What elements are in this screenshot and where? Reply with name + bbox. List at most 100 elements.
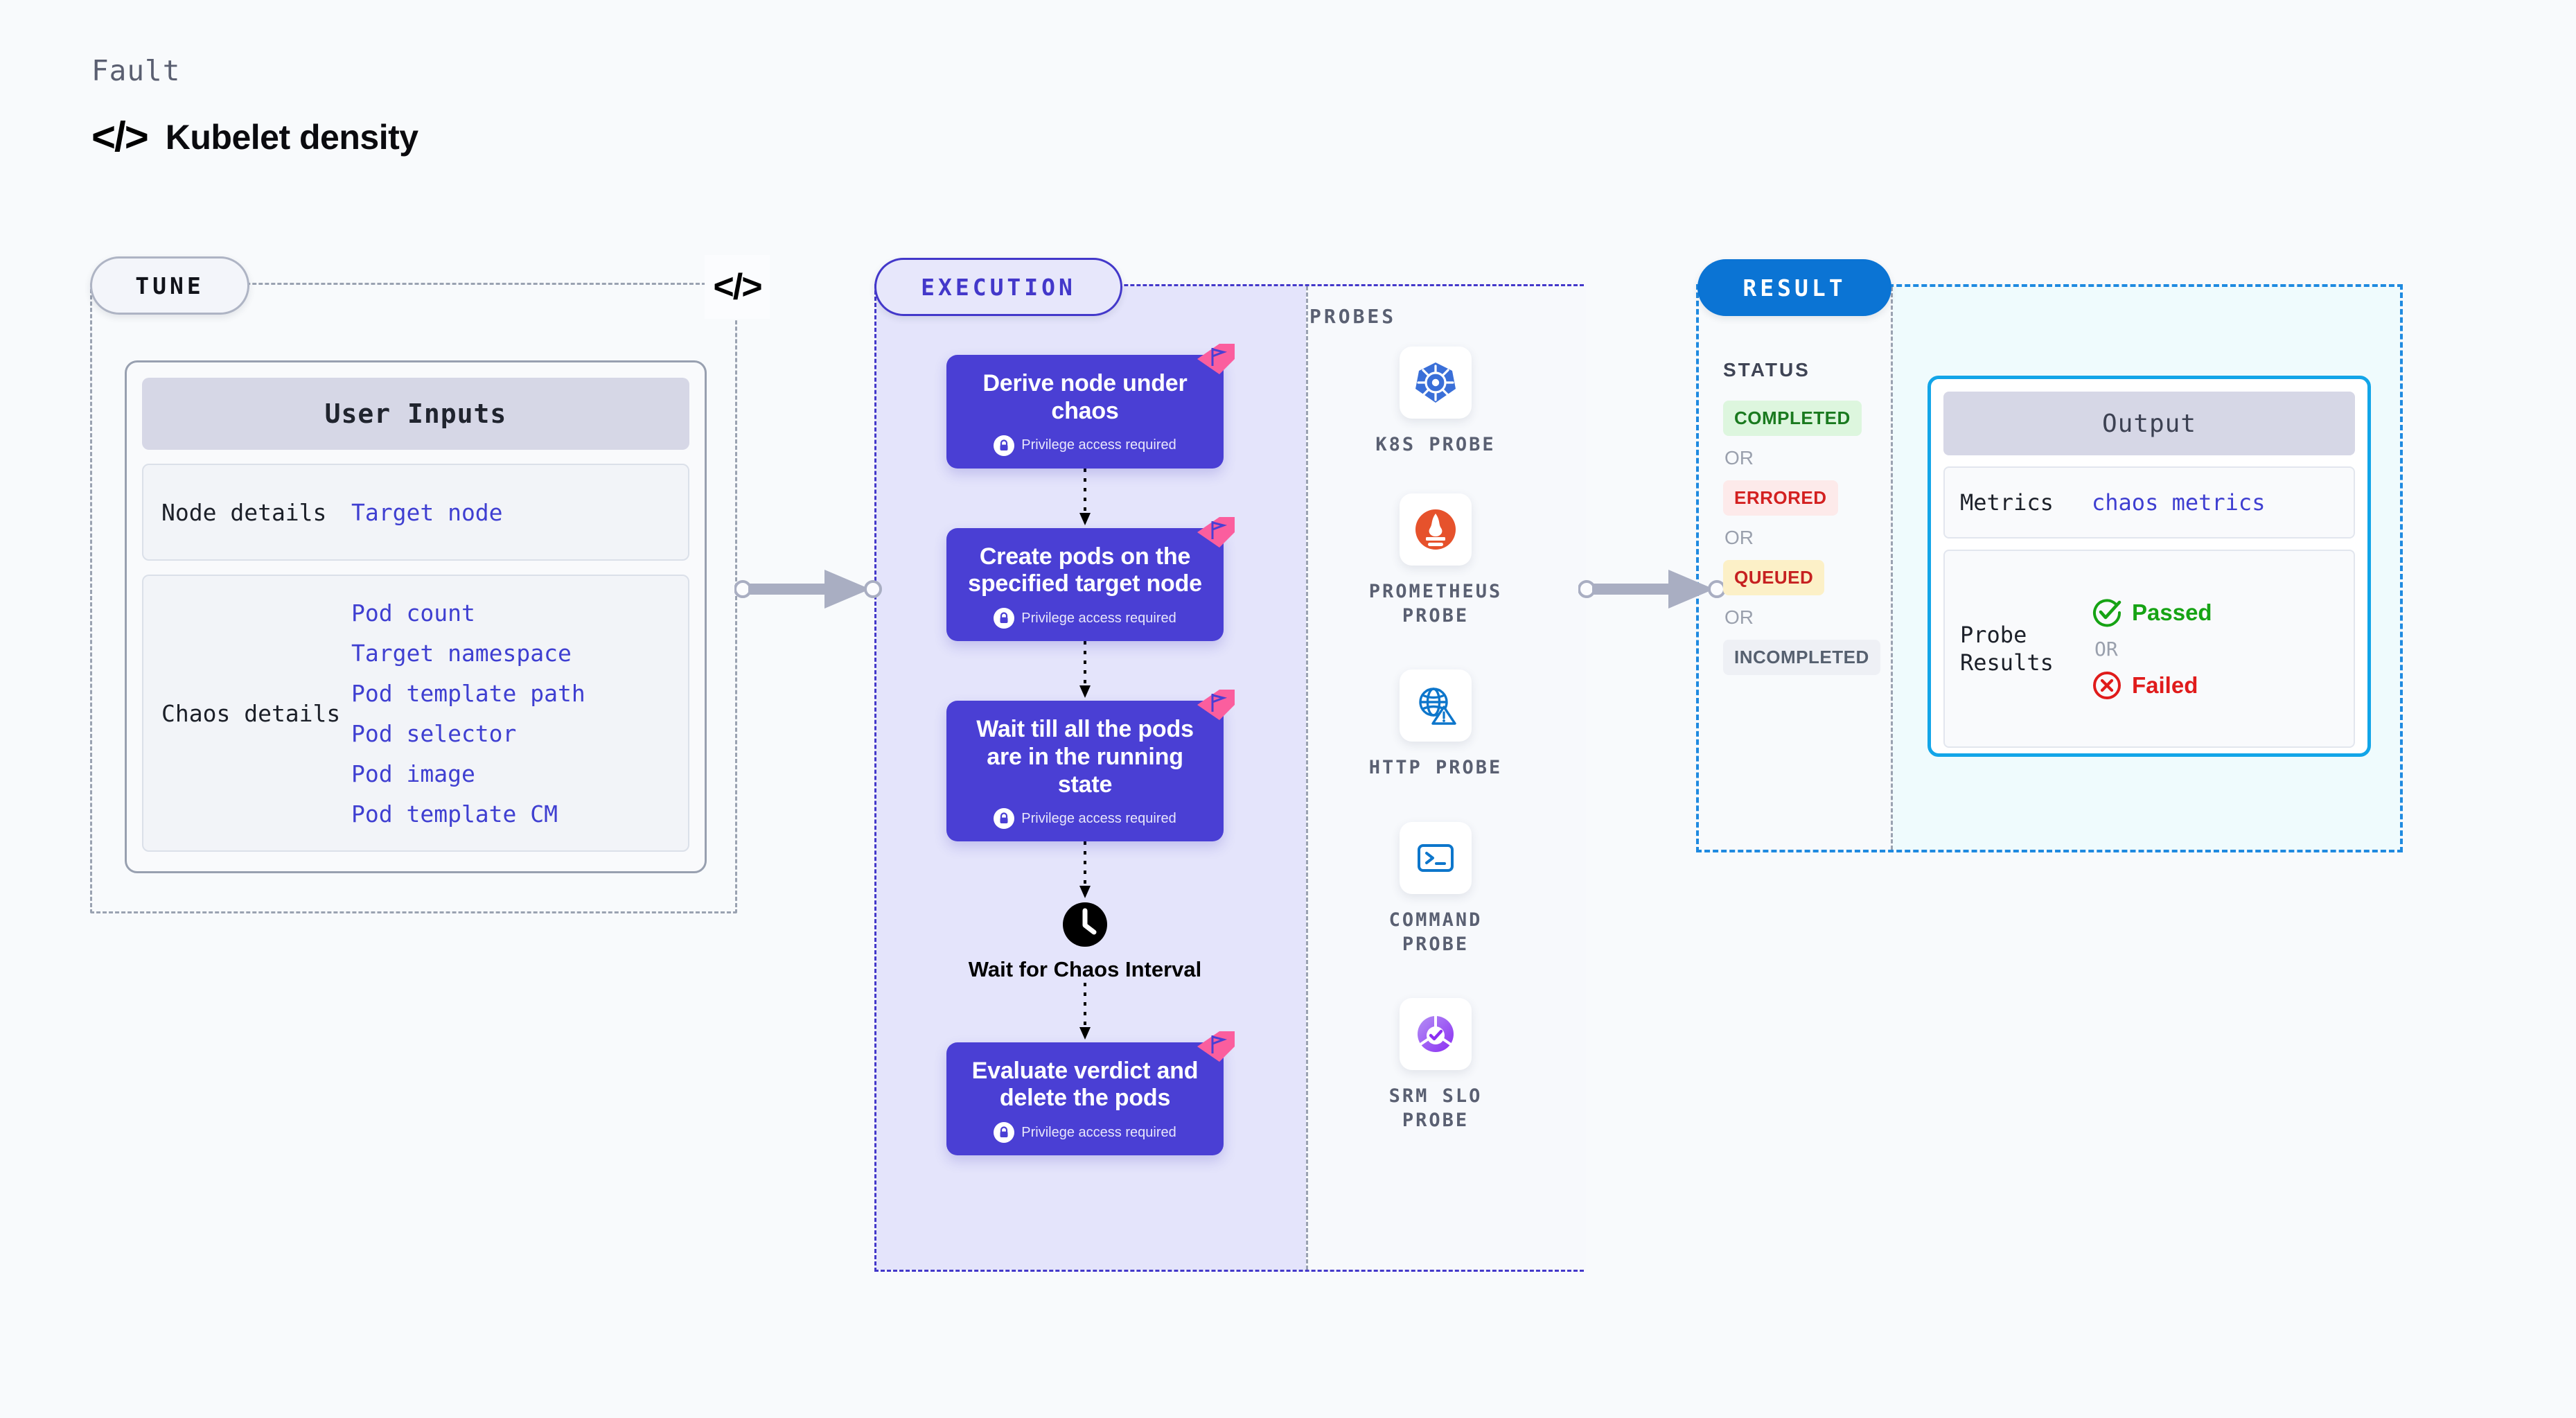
privilege-note-text: Privilege access required — [1021, 1124, 1176, 1140]
kubernetes-icon — [1415, 362, 1456, 403]
status-or-1: OR — [1724, 447, 1754, 469]
code-icon-tune-connector: </> — [705, 255, 770, 319]
output-card: Output Metrics chaos metrics Probe Resul… — [1927, 376, 2371, 757]
user-inputs-title: User Inputs — [142, 378, 689, 450]
metrics-value[interactable]: chaos metrics — [2092, 489, 2266, 516]
probe-results-label: Probe Results — [1960, 622, 2054, 676]
flow-arrow-1 — [946, 468, 1224, 528]
status-badge-completed: COMPLETED — [1723, 401, 1862, 436]
flow-arrow-2 — [946, 641, 1224, 701]
verdict-failed: Failed — [2092, 670, 2212, 701]
status-badge-errored: ERRORED — [1723, 480, 1838, 516]
status-or-3: OR — [1724, 606, 1754, 628]
flow-arrow-3 — [946, 841, 1224, 901]
node-title: Derive node under chaos — [982, 370, 1188, 424]
probe-tile — [1400, 669, 1472, 742]
execution-flow: Derive node under chaos Privilege access… — [946, 344, 1235, 1156]
status-badge-incompleted: INCOMPLETED — [1723, 640, 1880, 675]
probe-k8s[interactable]: K8S PROBE — [1352, 347, 1519, 457]
privilege-note-text: Privilege access required — [1021, 810, 1176, 826]
node-title: Evaluate verdict and delete the pods — [971, 1057, 1199, 1112]
node-details-values: Target node — [351, 499, 503, 526]
clock-icon — [1063, 902, 1107, 947]
passed-label: Passed — [2132, 599, 2212, 625]
slo-donut-icon — [1418, 1016, 1454, 1052]
probe-label: K8S PROBE — [1375, 434, 1496, 455]
page-title-row: </> Kubelet density — [91, 116, 418, 158]
lock-icon — [994, 1122, 1015, 1144]
param-pod-selector[interactable]: Pod selector — [351, 719, 517, 747]
privilege-note: Privilege access required — [964, 608, 1206, 629]
execution-node-create-pods[interactable]: Create pods on the specified target node… — [946, 516, 1235, 642]
privilege-note: Privilege access required — [964, 435, 1206, 456]
check-circle-icon — [2093, 598, 2121, 627]
execution-node-evaluate-verdict[interactable]: Evaluate verdict and delete the pods Pri… — [946, 1031, 1235, 1156]
node-title: Wait till all the pods are in the runnin… — [976, 716, 1194, 798]
status-or-2: OR — [1724, 527, 1754, 548]
output-metrics-row: Metrics chaos metrics — [1943, 466, 2355, 539]
page-title: Kubelet density — [165, 118, 418, 157]
node-details-row: Node details Target node — [142, 464, 689, 561]
privilege-note-text: Privilege access required — [1021, 437, 1176, 453]
chaos-details-values: Pod count Target namespace Pod template … — [351, 599, 585, 828]
page-eyebrow: Fault — [91, 54, 181, 87]
lock-icon — [994, 808, 1015, 830]
privilege-note: Privilege access required — [964, 808, 1206, 830]
execution-node-wait-running[interactable]: Wait till all the pods are in the runnin… — [946, 690, 1235, 842]
probe-srm-slo[interactable]: SRM SLO PROBE — [1352, 998, 1519, 1132]
failed-label: Failed — [2132, 672, 2198, 698]
probe-command[interactable]: COMMAND PROBE — [1352, 822, 1519, 956]
status-badge-queued: QUEUED — [1723, 560, 1825, 595]
execution-pill[interactable]: EXECUTION — [874, 258, 1122, 316]
probe-label: COMMAND PROBE — [1388, 909, 1483, 956]
status-section-label: STATUS — [1723, 359, 1810, 380]
param-target-node[interactable]: Target node — [351, 498, 503, 526]
wait-step-label: Wait for Chaos Interval — [968, 957, 1202, 982]
privileged-ribbon-icon — [1197, 1031, 1235, 1062]
wait-for-chaos-interval-step: Wait for Chaos Interval — [946, 901, 1224, 982]
privileged-ribbon-icon — [1197, 516, 1235, 548]
node-details-label: Node details — [161, 498, 327, 526]
connector-execution-to-result — [1578, 570, 1726, 609]
probe-tile — [1400, 493, 1472, 566]
x-circle-icon — [2093, 671, 2121, 699]
privilege-note: Privilege access required — [964, 1122, 1206, 1144]
terminal-icon — [1418, 844, 1454, 872]
probe-http[interactable]: HTTP PROBE — [1352, 669, 1519, 780]
flow-arrow-4 — [946, 982, 1224, 1042]
probe-label: HTTP PROBE — [1368, 757, 1503, 778]
output-title: Output — [1943, 392, 2355, 455]
code-icon: </> — [91, 114, 149, 160]
lock-icon — [994, 608, 1015, 629]
probe-tile — [1400, 998, 1472, 1070]
param-pod-count[interactable]: Pod count — [351, 599, 475, 627]
param-pod-image[interactable]: Pod image — [351, 760, 475, 787]
globe-warning-icon — [1419, 688, 1456, 725]
result-pill[interactable]: RESULT — [1697, 259, 1891, 316]
metrics-label: Metrics — [1960, 489, 2054, 516]
privileged-ribbon-icon — [1197, 344, 1235, 374]
execution-node-derive[interactable]: Derive node under chaos Privilege access… — [946, 344, 1235, 469]
user-inputs-card: User Inputs Node details Target node Cha… — [125, 360, 707, 873]
probe-results-verdicts: Passed OR Failed — [2092, 597, 2212, 701]
verdict-or: OR — [2094, 637, 2118, 660]
privilege-note-text: Privilege access required — [1021, 610, 1176, 626]
probe-label: PROMETHEUS PROBE — [1368, 581, 1503, 627]
probe-label: SRM SLO PROBE — [1388, 1085, 1483, 1132]
tune-pill[interactable]: TUNE — [90, 256, 249, 315]
node-title: Create pods on the specified target node — [968, 543, 1202, 597]
lock-icon — [994, 435, 1015, 456]
probes-column-background — [1306, 286, 1586, 1270]
probe-tile — [1400, 347, 1472, 419]
param-target-namespace[interactable]: Target namespace — [351, 639, 572, 667]
status-badge-list: COMPLETED OR ERRORED OR QUEUED OR INCOMP… — [1723, 401, 1889, 675]
privileged-ribbon-icon — [1197, 690, 1235, 721]
connector-tune-to-execution — [734, 570, 882, 609]
probe-prometheus[interactable]: PROMETHEUS PROBE — [1352, 493, 1519, 628]
param-pod-template-path[interactable]: Pod template path — [351, 679, 585, 707]
param-pod-template-cm[interactable]: Pod template CM — [351, 800, 558, 828]
prometheus-icon — [1415, 509, 1456, 550]
chaos-details-label: Chaos details — [161, 699, 341, 727]
probes-section-label: PROBES — [1309, 305, 1397, 328]
probe-tile — [1400, 822, 1472, 894]
